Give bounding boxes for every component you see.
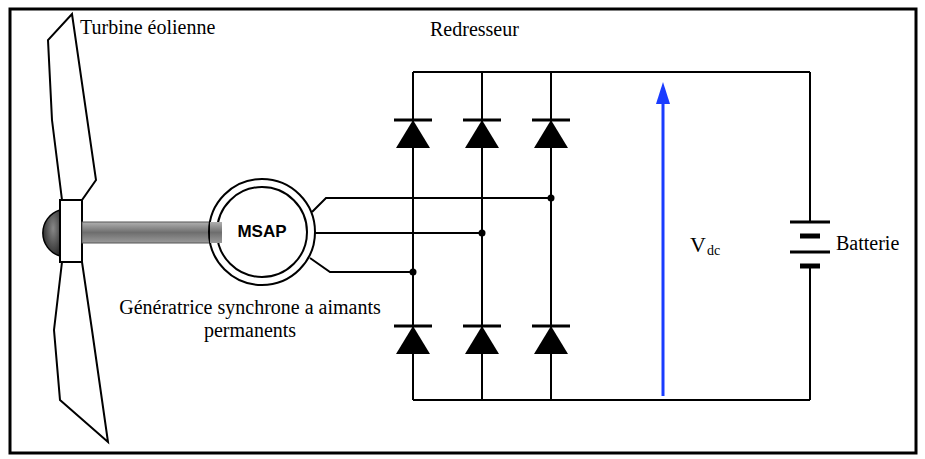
turbine-hub [43,210,60,256]
generator-circle: MSAP [220,212,304,252]
diode-symbol [532,120,570,148]
generator-outer [209,179,315,285]
diode-symbol [463,120,501,148]
dc-rail [413,71,810,73]
junction-dot [410,269,417,276]
voltage-arrow [662,100,665,396]
phase-wire [310,258,413,272]
turbine-blade [54,262,108,442]
generator-inner [217,187,307,277]
shaft [82,222,220,243]
machine-name: MSAP [237,222,286,242]
phase-wire [312,198,551,212]
frame [10,9,916,453]
signal-name: V [690,232,706,257]
component-name: Redresseur [430,18,519,41]
battery-wire [809,72,811,222]
diode-symbol [394,326,432,354]
phase-wire [314,232,482,234]
nacelle [60,200,82,262]
diode-symbol [463,326,501,354]
diode-symbol [532,326,570,354]
battery-wire [809,266,811,400]
shaft [210,222,222,243]
dc-rail [413,399,810,401]
junction-dot [548,195,555,202]
voltage-arrowhead [656,82,670,104]
component-name: Turbine éolienne [80,16,215,39]
signal-subscript: dc [707,243,720,259]
battery-symbol [790,222,830,266]
component-name: Batterie [836,232,899,255]
component-name: Génératrice synchrone a aimants permanen… [115,296,385,342]
junction-dot [479,230,486,237]
diode-symbol [394,120,432,148]
turbine-blade [48,14,96,200]
